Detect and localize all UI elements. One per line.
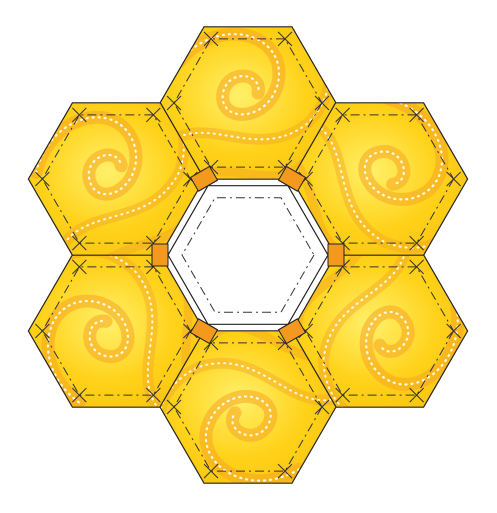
seam-allowance-fold-1 bbox=[328, 244, 344, 266]
seam-allowance-fold-4 bbox=[152, 244, 168, 266]
center-opening-outline bbox=[168, 186, 328, 325]
